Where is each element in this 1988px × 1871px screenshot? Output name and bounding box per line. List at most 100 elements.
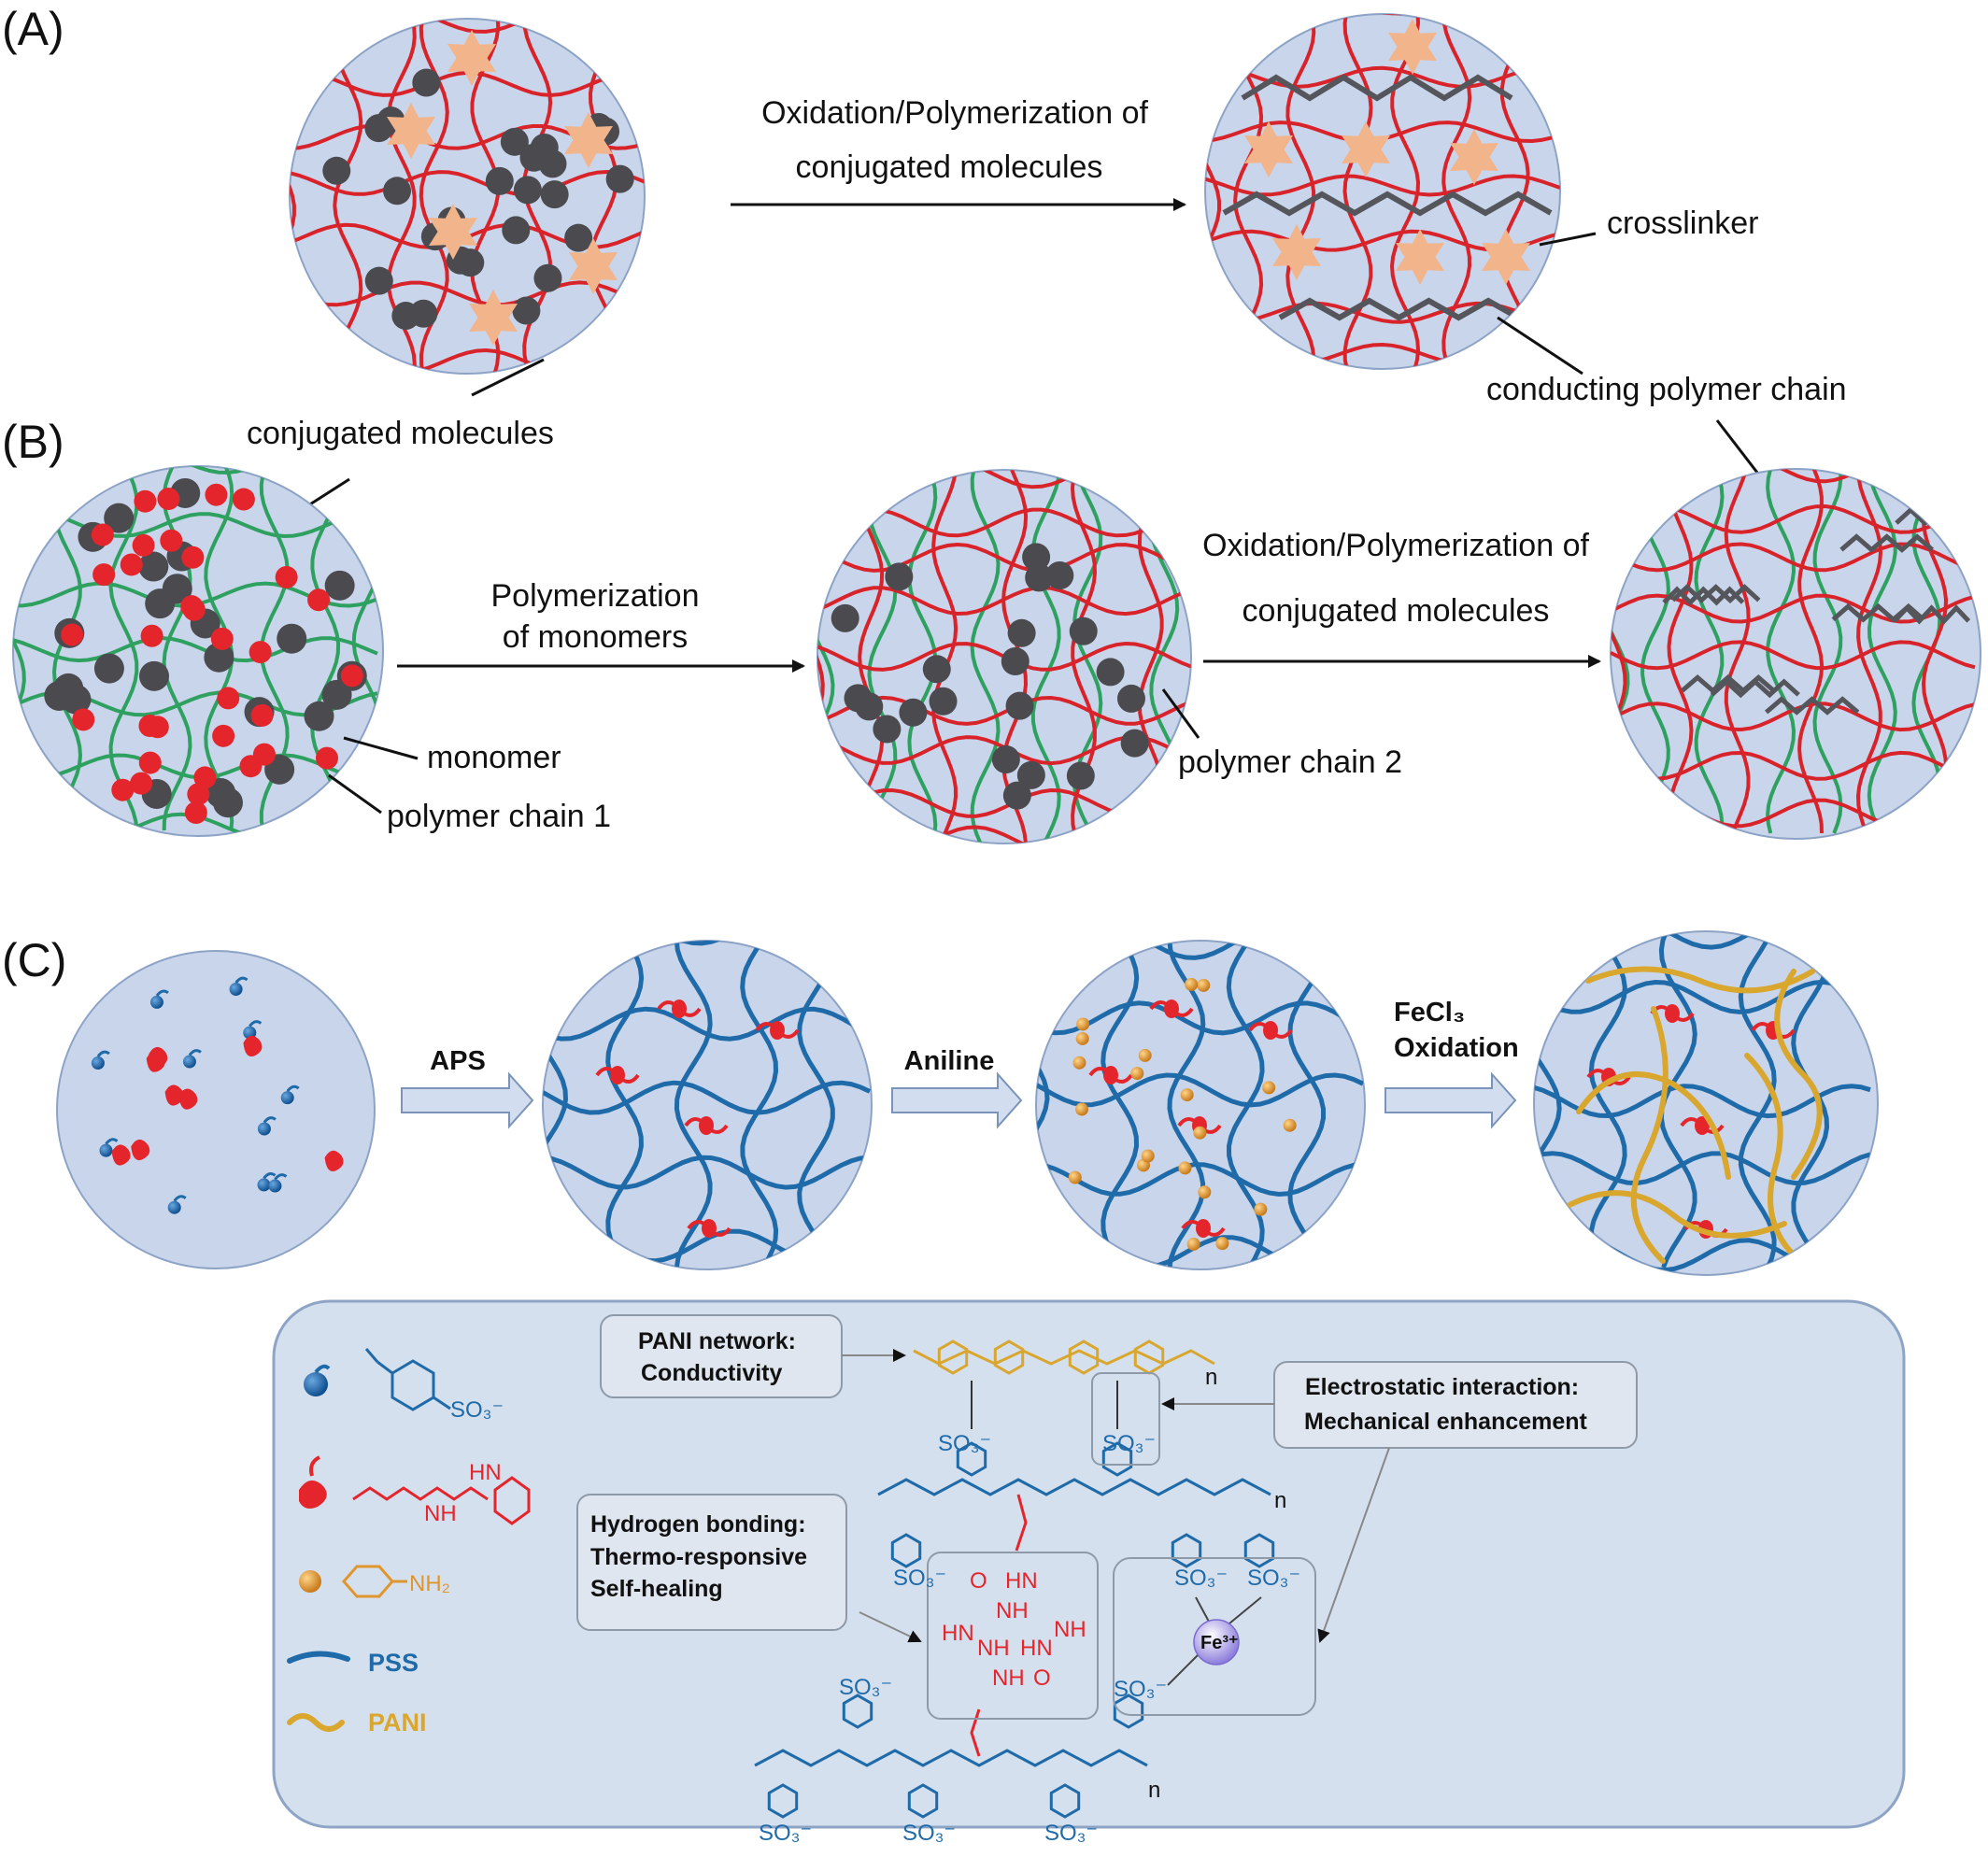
monomer-molecule xyxy=(232,488,255,511)
electrostatic-line1: Electrostatic interaction: xyxy=(1305,1374,1579,1400)
conjugated-molecule xyxy=(540,180,569,209)
upy-hn-2: HN xyxy=(942,1621,974,1646)
pss-chain xyxy=(543,941,871,946)
pani-ring xyxy=(937,1339,969,1375)
monomer-molecule xyxy=(205,483,228,506)
monomer-molecule xyxy=(315,746,338,770)
pss-chain xyxy=(1534,1151,1871,1186)
monomer-leader xyxy=(343,736,419,760)
crosslinker-star xyxy=(387,103,435,159)
styrene-sulfonate-monomer xyxy=(167,1200,181,1214)
conjugated-label: conjugated molecules xyxy=(247,416,554,451)
aniline-molecule xyxy=(1215,1237,1229,1251)
upy-o-1: O xyxy=(970,1568,987,1594)
pss-ring xyxy=(956,1441,987,1477)
upy-crosslink xyxy=(770,1021,785,1040)
monomer-molecule xyxy=(184,801,207,825)
styrene-sulfonate-monomer xyxy=(263,1116,277,1124)
n-sub-upper: n xyxy=(1274,1488,1286,1513)
conjugated-molecule xyxy=(991,744,1020,773)
monomer-molecule xyxy=(248,641,272,664)
red-polymer-chain xyxy=(1205,174,1560,197)
conjugated-molecule xyxy=(138,660,169,691)
aniline-molecule xyxy=(1130,1067,1144,1081)
panel-b-start-disc xyxy=(12,465,384,837)
pss-chain xyxy=(1036,941,1050,1269)
styrene-sulfonate-monomer xyxy=(155,989,169,997)
monomer-molecule xyxy=(239,755,263,778)
conjugated-molecule xyxy=(206,778,236,809)
monomer-molecule xyxy=(138,715,162,738)
styrene-sulfonate-monomer xyxy=(105,1138,119,1145)
conjugated-molecule xyxy=(162,574,192,604)
aniline-molecule xyxy=(1075,1031,1089,1045)
upy-hn: HN xyxy=(469,1460,502,1485)
upy-crosslink xyxy=(610,1066,625,1084)
n-sub-pani: n xyxy=(1205,1365,1217,1390)
styrene-sulfonate-monomer xyxy=(149,995,163,1009)
pani-ring xyxy=(993,1339,1025,1375)
aniline-molecule xyxy=(1186,1237,1200,1251)
monomer-molecule xyxy=(210,627,234,650)
pani-chain xyxy=(1585,966,1815,994)
so3-bottom-3: SO₃⁻ xyxy=(1044,1821,1098,1846)
legend-box xyxy=(272,1299,1906,1829)
conjugated-molecule xyxy=(831,603,859,632)
upy-crosslink xyxy=(699,1116,714,1135)
fe-coordination xyxy=(1228,1596,1262,1624)
red-polymer-chain xyxy=(1797,469,1825,834)
disc-background xyxy=(1533,930,1879,1276)
electrostatic-pair-box xyxy=(1091,1372,1160,1466)
conjugated-molecule xyxy=(138,551,169,582)
crosslinker-star xyxy=(1450,129,1498,185)
pss-ring xyxy=(1101,1441,1133,1477)
pss-chain xyxy=(1534,979,1872,1014)
panel-c-aniline-disc xyxy=(1035,940,1366,1270)
upy-nh-4: NH xyxy=(977,1636,1010,1661)
upy-nh-2: NH xyxy=(996,1598,1029,1623)
aps-arrow xyxy=(401,1071,534,1129)
n-sub-lower: n xyxy=(1148,1778,1160,1803)
monomer-molecule xyxy=(212,724,235,747)
polymer-chain-2-leader xyxy=(1161,688,1200,739)
conjugated-molecule xyxy=(1005,691,1034,720)
upy-monomer-icon xyxy=(299,1455,327,1509)
styrene-sulfonate-monomer xyxy=(234,976,248,984)
styrene-sulfonate-monomer xyxy=(188,1049,202,1056)
styrene-sulfonate-monomer xyxy=(263,1171,277,1180)
aniline-molecule xyxy=(1262,1081,1276,1095)
conjugated-molecule xyxy=(605,164,634,193)
upy-nh-3: NH xyxy=(1054,1617,1086,1642)
panel-b-arrow2-text-2: conjugated molecules xyxy=(1242,593,1550,629)
aniline-molecule xyxy=(1068,1170,1082,1184)
aniline-molecule xyxy=(1197,978,1211,992)
hydrogen-bond-box xyxy=(576,1494,847,1631)
panel-b-middle-disc xyxy=(816,469,1192,844)
styrene-sulfonate-monomer xyxy=(257,1122,271,1136)
red-polymer-chain xyxy=(1389,14,1421,369)
upy-hn-3: HN xyxy=(1020,1636,1053,1661)
pss-backbone-lower xyxy=(754,1749,1148,1767)
conjugated-molecule xyxy=(1120,729,1149,758)
polymer-chain-2-label: polymer chain 2 xyxy=(1178,744,1402,780)
conjugated-molecule xyxy=(538,149,567,178)
red-polymer-chain xyxy=(1611,542,1976,573)
crosslinker-star xyxy=(564,112,613,168)
crosslinker-star xyxy=(429,204,477,260)
pani-chain xyxy=(1630,1006,1668,1264)
pani-chain xyxy=(1774,969,1823,1180)
upy-monomer xyxy=(111,1144,131,1166)
red-polymer-chain xyxy=(858,470,885,843)
upy-monomer xyxy=(178,1088,198,1110)
crosslinker-star xyxy=(1396,229,1444,285)
red-polymer-chain xyxy=(1205,65,1560,89)
red-polymer-chain xyxy=(1855,469,1883,834)
pss-ring xyxy=(1049,1783,1081,1819)
green-polymer-chain xyxy=(1812,469,1843,834)
fecl3-arrow xyxy=(1384,1071,1517,1129)
red-polymer-chain xyxy=(1611,750,1976,781)
pss-legend-label: PSS xyxy=(368,1649,419,1677)
crosslinker-star xyxy=(1342,121,1390,177)
monomer-molecule xyxy=(130,772,153,795)
